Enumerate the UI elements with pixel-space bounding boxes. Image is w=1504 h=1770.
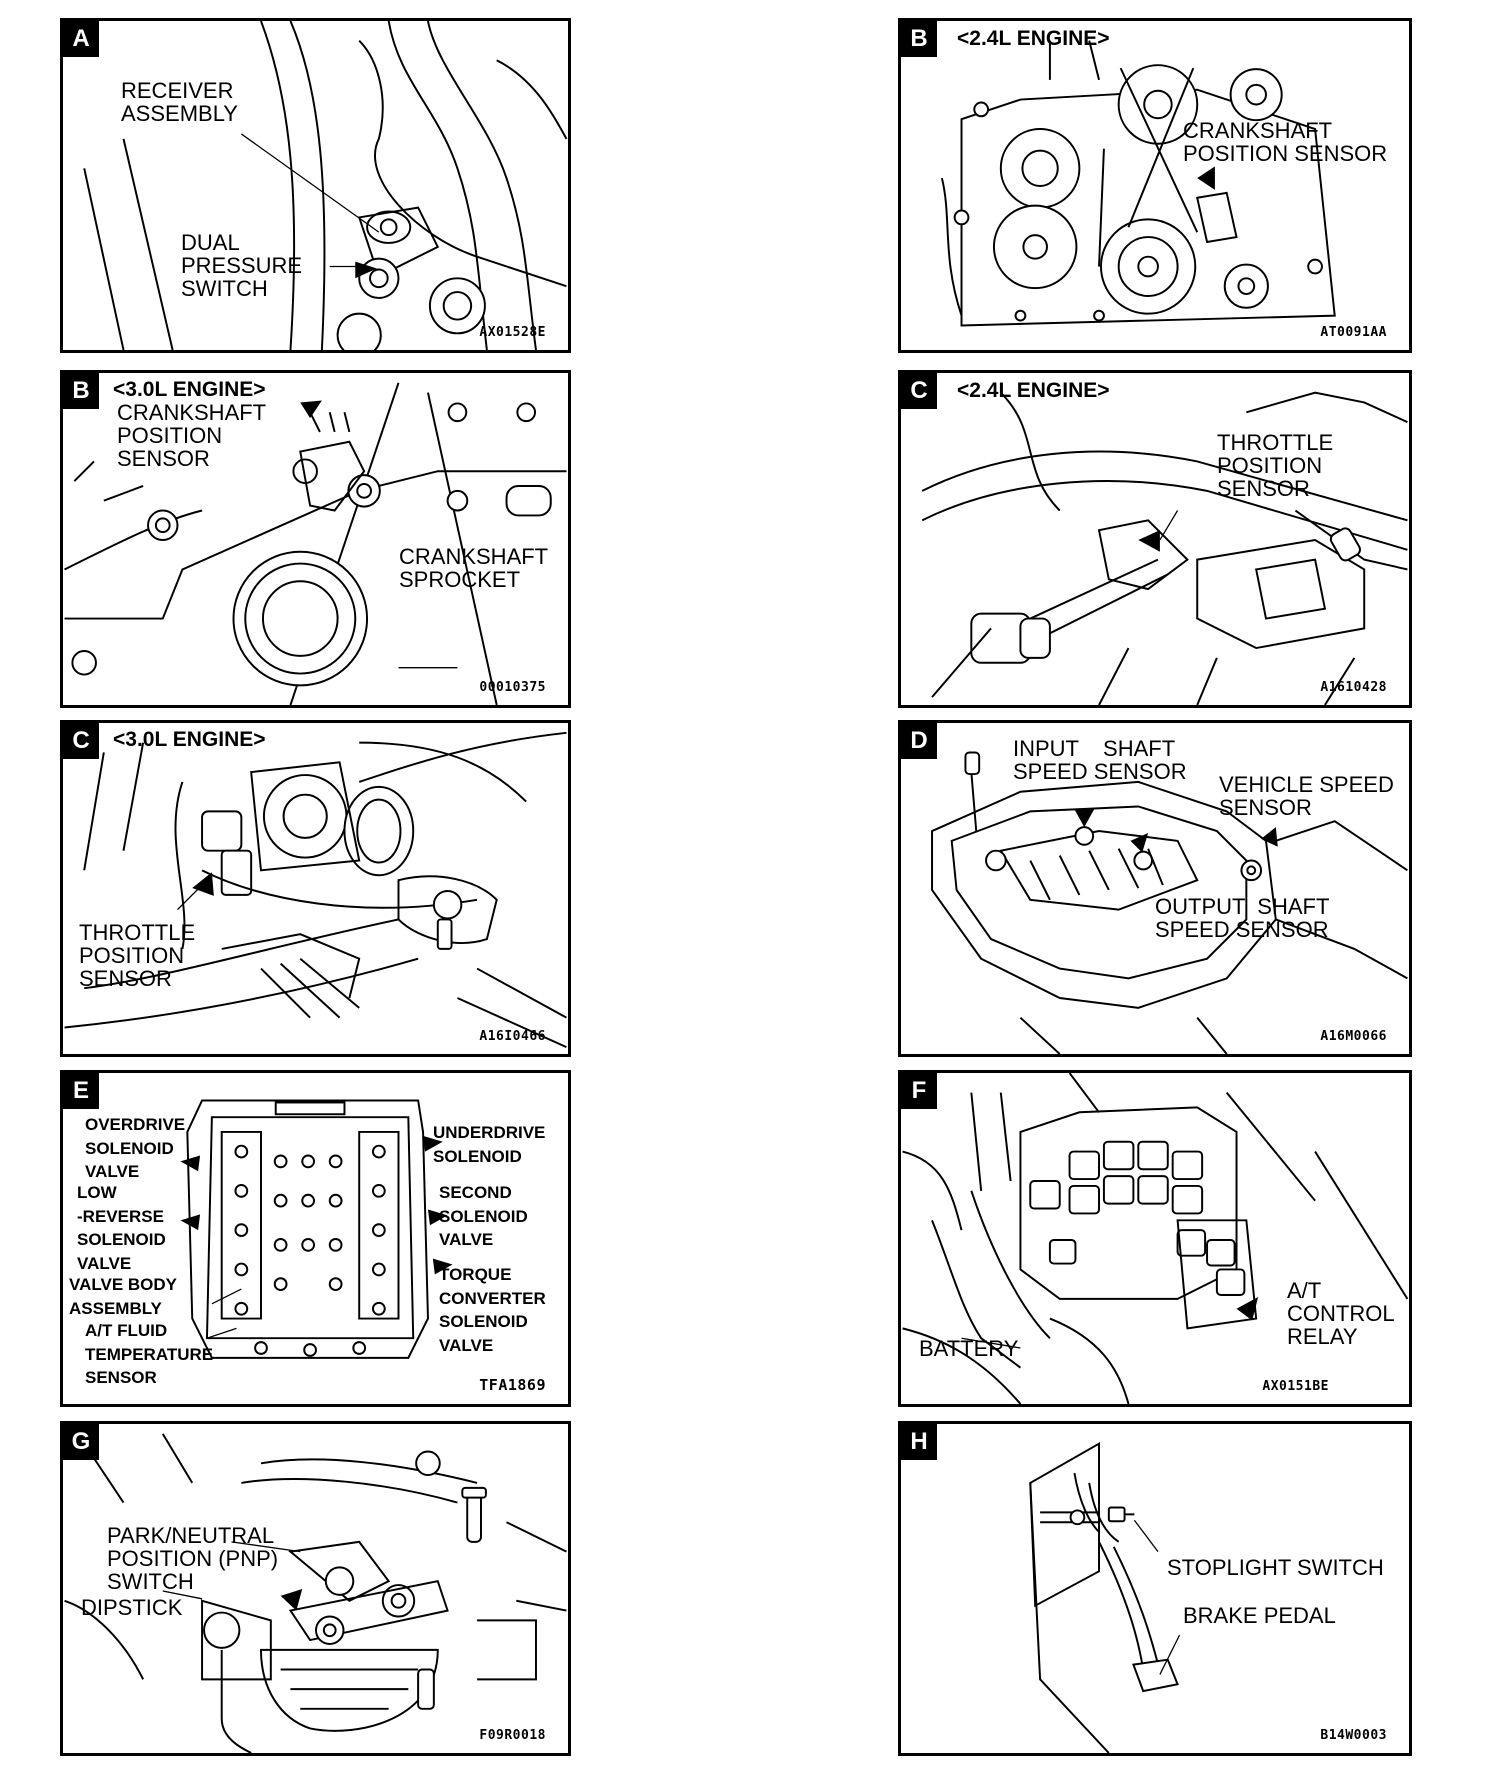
panel-h: H STOPLIGHT SWITCH BRAKE PEDAL B14W0003	[898, 1421, 1412, 1756]
panel-letter: G	[63, 1424, 99, 1460]
label-underdrive-solenoid: UNDERDRIVE SOLENOID	[433, 1123, 546, 1166]
panel-letter: A	[63, 21, 99, 57]
figure-code: B14W0003	[1320, 1728, 1387, 1743]
illustration-crankshaft-position-sensor-3-0l	[64, 382, 567, 705]
label-at-control-relay: A/T CONTROL RELAY	[1287, 1278, 1395, 1349]
panel-c-2-4l: C <2.4L ENGINE> THROTTLE POSITION SENSOR…	[898, 370, 1412, 708]
panel-b-3-0l: B <3.0L ENGINE> CRANKSHAFT POSITION SENS…	[60, 370, 571, 708]
label-engine-3-0l: <3.0L ENGINE>	[113, 728, 266, 751]
label-crankshaft-position-sensor: CRANKSHAFT POSITION SENSOR	[1183, 118, 1388, 166]
panel-letter: H	[901, 1424, 937, 1460]
panel-letter: F	[901, 1073, 937, 1109]
panel-letter: B	[901, 21, 937, 57]
panel-g: G PARK/NEUTRAL POSITION (PNP) SWITCH DIP…	[60, 1421, 571, 1756]
illustration-pnp-switch-dipstick	[64, 1433, 567, 1753]
label-pnp-switch: PARK/NEUTRAL POSITION (PNP) SWITCH	[107, 1523, 279, 1594]
panel-d: D INPUT SHAFT SPEED SENSOR VEHICLE SPEED…	[898, 720, 1412, 1057]
illustration-valve-body-solenoids	[180, 1099, 453, 1359]
panel-e: E OVERDRIVE SOLENOID VALVE LOW -REVERSE …	[60, 1070, 571, 1407]
panel-letter: E	[63, 1073, 99, 1109]
illustration-dual-pressure-switch	[83, 21, 568, 350]
label-second-solenoid-valve: SECOND SOLENOID VALVE	[439, 1183, 528, 1249]
illustration-at-control-relay	[902, 1073, 1409, 1404]
panel-b-2-4l: B <2.4L ENGINE> CRANKSHAFT POSITION SENS…	[898, 18, 1412, 353]
label-low-reverse-solenoid-valve: LOW -REVERSE SOLENOID VALVE	[77, 1183, 166, 1273]
illustration-crankshaft-position-sensor-2-4l	[940, 40, 1336, 327]
label-stoplight-switch: STOPLIGHT SWITCH	[1167, 1555, 1384, 1580]
figure-code: AT0091AA	[1320, 325, 1387, 340]
figure-code: A16M0066	[1320, 1029, 1387, 1044]
label-vehicle-speed-sensor: VEHICLE SPEED SENSOR	[1219, 772, 1394, 820]
label-crankshaft-position-sensor: CRANKSHAFT POSITION SENSOR	[117, 400, 267, 471]
panel-letter: D	[901, 723, 937, 759]
panel-f: F BATTERY A/T CONTROL RELAY AX0151BE	[898, 1070, 1412, 1407]
label-input-shaft-speed-sensor: INPUT SHAFT SPEED SENSOR	[1013, 736, 1187, 784]
label-dipstick: DIPSTICK	[81, 1595, 183, 1620]
label-at-fluid-temperature-sensor: A/T FLUID TEMPERATURE SENSOR	[85, 1321, 214, 1387]
panel-letter: B	[63, 373, 99, 409]
figure-code: 00010375	[479, 680, 546, 695]
label-engine-2-4l: <2.4L ENGINE>	[957, 379, 1110, 402]
panel-c-3-0l: C <3.0L ENGINE> THROTTLE POSITION SENSOR…	[60, 720, 571, 1057]
valve-body-bolts	[234, 1144, 386, 1357]
illustration-throttle-position-sensor-2-4l	[921, 391, 1408, 705]
label-overdrive-solenoid-valve: OVERDRIVE SOLENOID VALVE	[85, 1115, 186, 1181]
label-engine-2-4l: <2.4L ENGINE>	[957, 27, 1110, 50]
figure-code: TFA1869	[479, 1376, 546, 1394]
figure-code: AX01528E	[479, 325, 546, 340]
illustration-stoplight-switch-brake-pedal	[1029, 1441, 1181, 1753]
figure-code: A1610428	[1320, 680, 1387, 695]
figure-code: AX0151BE	[1262, 1379, 1329, 1394]
label-brake-pedal: BRAKE PEDAL	[1183, 1603, 1336, 1628]
label-engine-3-0l: <3.0L ENGINE>	[113, 378, 266, 401]
panel-a: A RECEIVER ASSEMBLY DUAL PRESSURE SWITCH…	[60, 18, 571, 353]
label-valve-body-assembly: VALVE BODY ASSEMBLY	[69, 1275, 177, 1318]
panel-letter: C	[63, 723, 99, 759]
label-battery: BATTERY	[919, 1336, 1019, 1361]
panel-letter: C	[901, 373, 937, 409]
figure-code: A16I0466	[479, 1029, 546, 1044]
label-throttle-position-sensor: THROTTLE POSITION SENSOR	[1217, 430, 1334, 501]
label-output-shaft-speed-sensor: OUTPUT SHAFT SPEED SENSOR	[1155, 894, 1330, 942]
label-crankshaft-sprocket: CRANKSHAFT SPROCKET	[399, 544, 549, 592]
label-torque-converter-solenoid-valve: TORQUE CONVERTER SOLENOID VALVE	[439, 1265, 546, 1355]
illustration-throttle-position-sensor-3-0l	[64, 731, 567, 1049]
label-throttle-position-sensor: THROTTLE POSITION SENSOR	[79, 920, 196, 991]
label-dual-pressure-switch: DUAL PRESSURE SWITCH	[181, 230, 303, 301]
figure-code: F09R0018	[479, 1728, 546, 1743]
label-receiver-assembly: RECEIVER ASSEMBLY	[121, 78, 238, 126]
illustration-speed-sensors	[931, 751, 1408, 1054]
